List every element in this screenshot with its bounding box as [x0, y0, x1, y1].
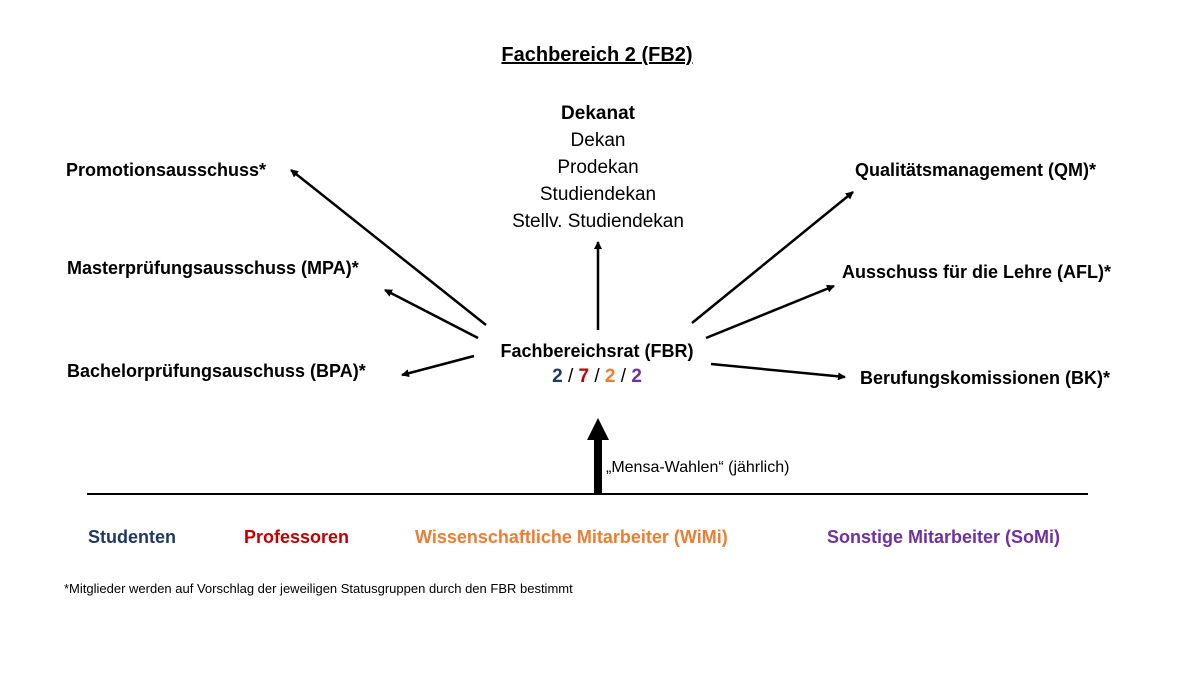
dekanat-member: Prodekan [557, 157, 639, 178]
committee-bk: Berufungskomissionen (BK)* [860, 368, 1111, 388]
page-title: Fachbereich 2 (FB2) [501, 44, 693, 66]
status-group-somi: Sonstige Mitarbeiter (SoMi) [827, 527, 1061, 547]
separator: / [620, 366, 627, 387]
status-group-studenten: Studenten [88, 527, 176, 547]
arrow-to-bk [710, 362, 846, 381]
separator: / [594, 366, 600, 387]
seats-wimi: 2 [604, 366, 616, 387]
arrow-to-promotionsausschuss [290, 169, 487, 326]
committee-mpa: Masterprüfungsausschuss (MPA)* [67, 258, 359, 278]
committee-bpa: Bachelorprüfungsauschuss (BPA)* [67, 361, 366, 381]
dekanat-heading: Dekanat [561, 103, 635, 124]
fbr-label: Fachbereichsrat (FBR) [500, 341, 694, 361]
dekanat-member: Studiendekan [539, 184, 657, 205]
separator: / [567, 366, 574, 387]
status-group-professoren: Professoren [244, 527, 350, 547]
dekanat-member: Dekan [570, 130, 626, 151]
footnote: *Mitglieder werden auf Vorschlag der jew… [64, 581, 573, 596]
committee-qm: Qualitätsmanagement (QM)* [855, 160, 1097, 180]
status-group-wimi: Wissenschaftliche Mitarbeiter (WiMi) [415, 527, 728, 547]
seats-somi: 2 [631, 366, 642, 387]
election-arrow [587, 418, 609, 494]
committee-promotionsausschuss: Promotionsausschuss* [66, 160, 267, 180]
seats-studenten: 2 [552, 366, 563, 387]
fbr-seat-distribution: 2 / 7 / 2 / 2 [552, 366, 642, 388]
dekanat-member: Stellv. Studiendekan [512, 211, 684, 232]
dekanat-box: Dekanat Dekan Prodekan Studiendekan Stel… [512, 100, 684, 235]
election-label: „Mensa-Wahlen“ (jährlich) [606, 459, 790, 476]
arrow-to-afl [705, 284, 835, 340]
arrow-to-bpa [401, 354, 475, 378]
arrow-to-qm [691, 191, 854, 324]
committee-afl: Ausschuss für die Lehre (AFL)* [842, 262, 1112, 282]
seats-professoren: 7 [578, 366, 590, 387]
arrow-to-mpa [384, 288, 479, 340]
